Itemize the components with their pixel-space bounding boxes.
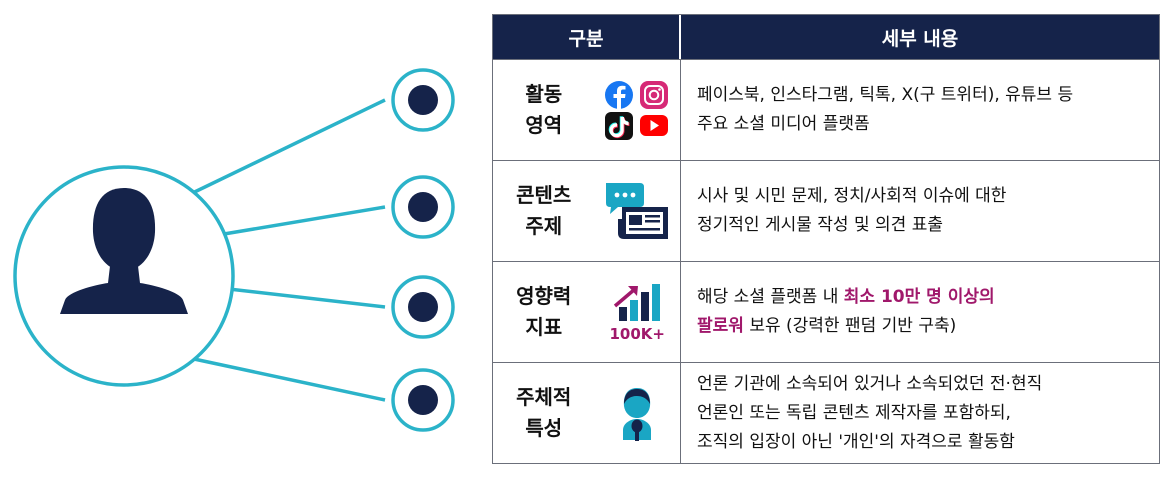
detail-cell: 시사 및 시민 문제, 정치/사회적 이슈에 대한 정기적인 게시물 작성 및 …: [697, 186, 1007, 235]
chat-bubble-icon: [606, 183, 645, 214]
table-row-subject-characteristics: 주체적 특성 언론 기관에 소속되어 있거나 소속되었던 전·현직 언론인 또는…: [493, 362, 1159, 463]
connector-line-3: [219, 286, 386, 309]
social-media-icons: [594, 79, 680, 141]
facebook-icon: [605, 81, 634, 109]
detail-cell: 페이스북, 인스타그램, 틱톡, X(구 트위터), 유튜브 등 주요 소셜 미…: [697, 85, 1074, 134]
header-detail: 세부 내용: [881, 27, 959, 50]
category-label: 활동 영역: [525, 82, 563, 137]
instagram-icon: [640, 81, 669, 109]
table-row-activity-area: 활동 영역: [493, 59, 1159, 160]
category-cell: 영향력 지표 100K+: [493, 262, 681, 362]
category-label: 주체적 특성: [516, 385, 572, 440]
connector-line-1: [177, 98, 386, 202]
highlight-text: 최소 10만 명 이상의: [843, 287, 995, 307]
endpoint-node-1: [391, 68, 455, 132]
youtube-icon: [640, 115, 669, 136]
growth-chart-icon: 100K+: [594, 281, 680, 343]
table-row-influence-metric: 영향력 지표 100K+ 해당 소셜: [493, 261, 1159, 362]
category-cell: 주체적 특성: [493, 363, 681, 463]
category-cell: 활동 영역: [493, 60, 681, 160]
person-microphone-icon: [594, 382, 680, 444]
person-icon: [60, 188, 188, 314]
newspaper-icon: [618, 207, 669, 239]
endpoint-node-3: [391, 275, 455, 339]
table-row-content-topic: 콘텐츠 주제: [493, 160, 1159, 261]
definition-table: 구분 세부 내용 활동 영역: [492, 14, 1160, 464]
chat-newspaper-icon: [594, 179, 680, 243]
endpoint-node-2: [391, 175, 455, 239]
endpoint-node-4: [391, 368, 455, 432]
detail-cell: 언론 기관에 소속되어 있거나 소속되었던 전·현직 언론인 또는 독립 콘텐츠…: [697, 373, 1043, 452]
detail-cell: 해당 소셜 플랫폼 내 최소 10만 명 이상의 팔로워 보유 (강력한 팬덤 …: [697, 287, 995, 336]
category-label: 콘텐츠 주제: [516, 183, 572, 238]
tiktok-icon: [605, 112, 634, 140]
connector-line-2: [217, 205, 386, 237]
influencer-hub-diagram: [13, 68, 455, 432]
header-category: 구분: [493, 15, 681, 59]
table-header: 구분 세부 내용: [493, 15, 1159, 59]
category-label: 영향력 지표: [516, 284, 572, 339]
highlight-text: 팔로워: [697, 316, 744, 336]
follower-count-badge: 100K+: [609, 325, 665, 343]
connector-line-4: [179, 354, 386, 402]
category-cell: 콘텐츠 주제: [493, 161, 681, 261]
